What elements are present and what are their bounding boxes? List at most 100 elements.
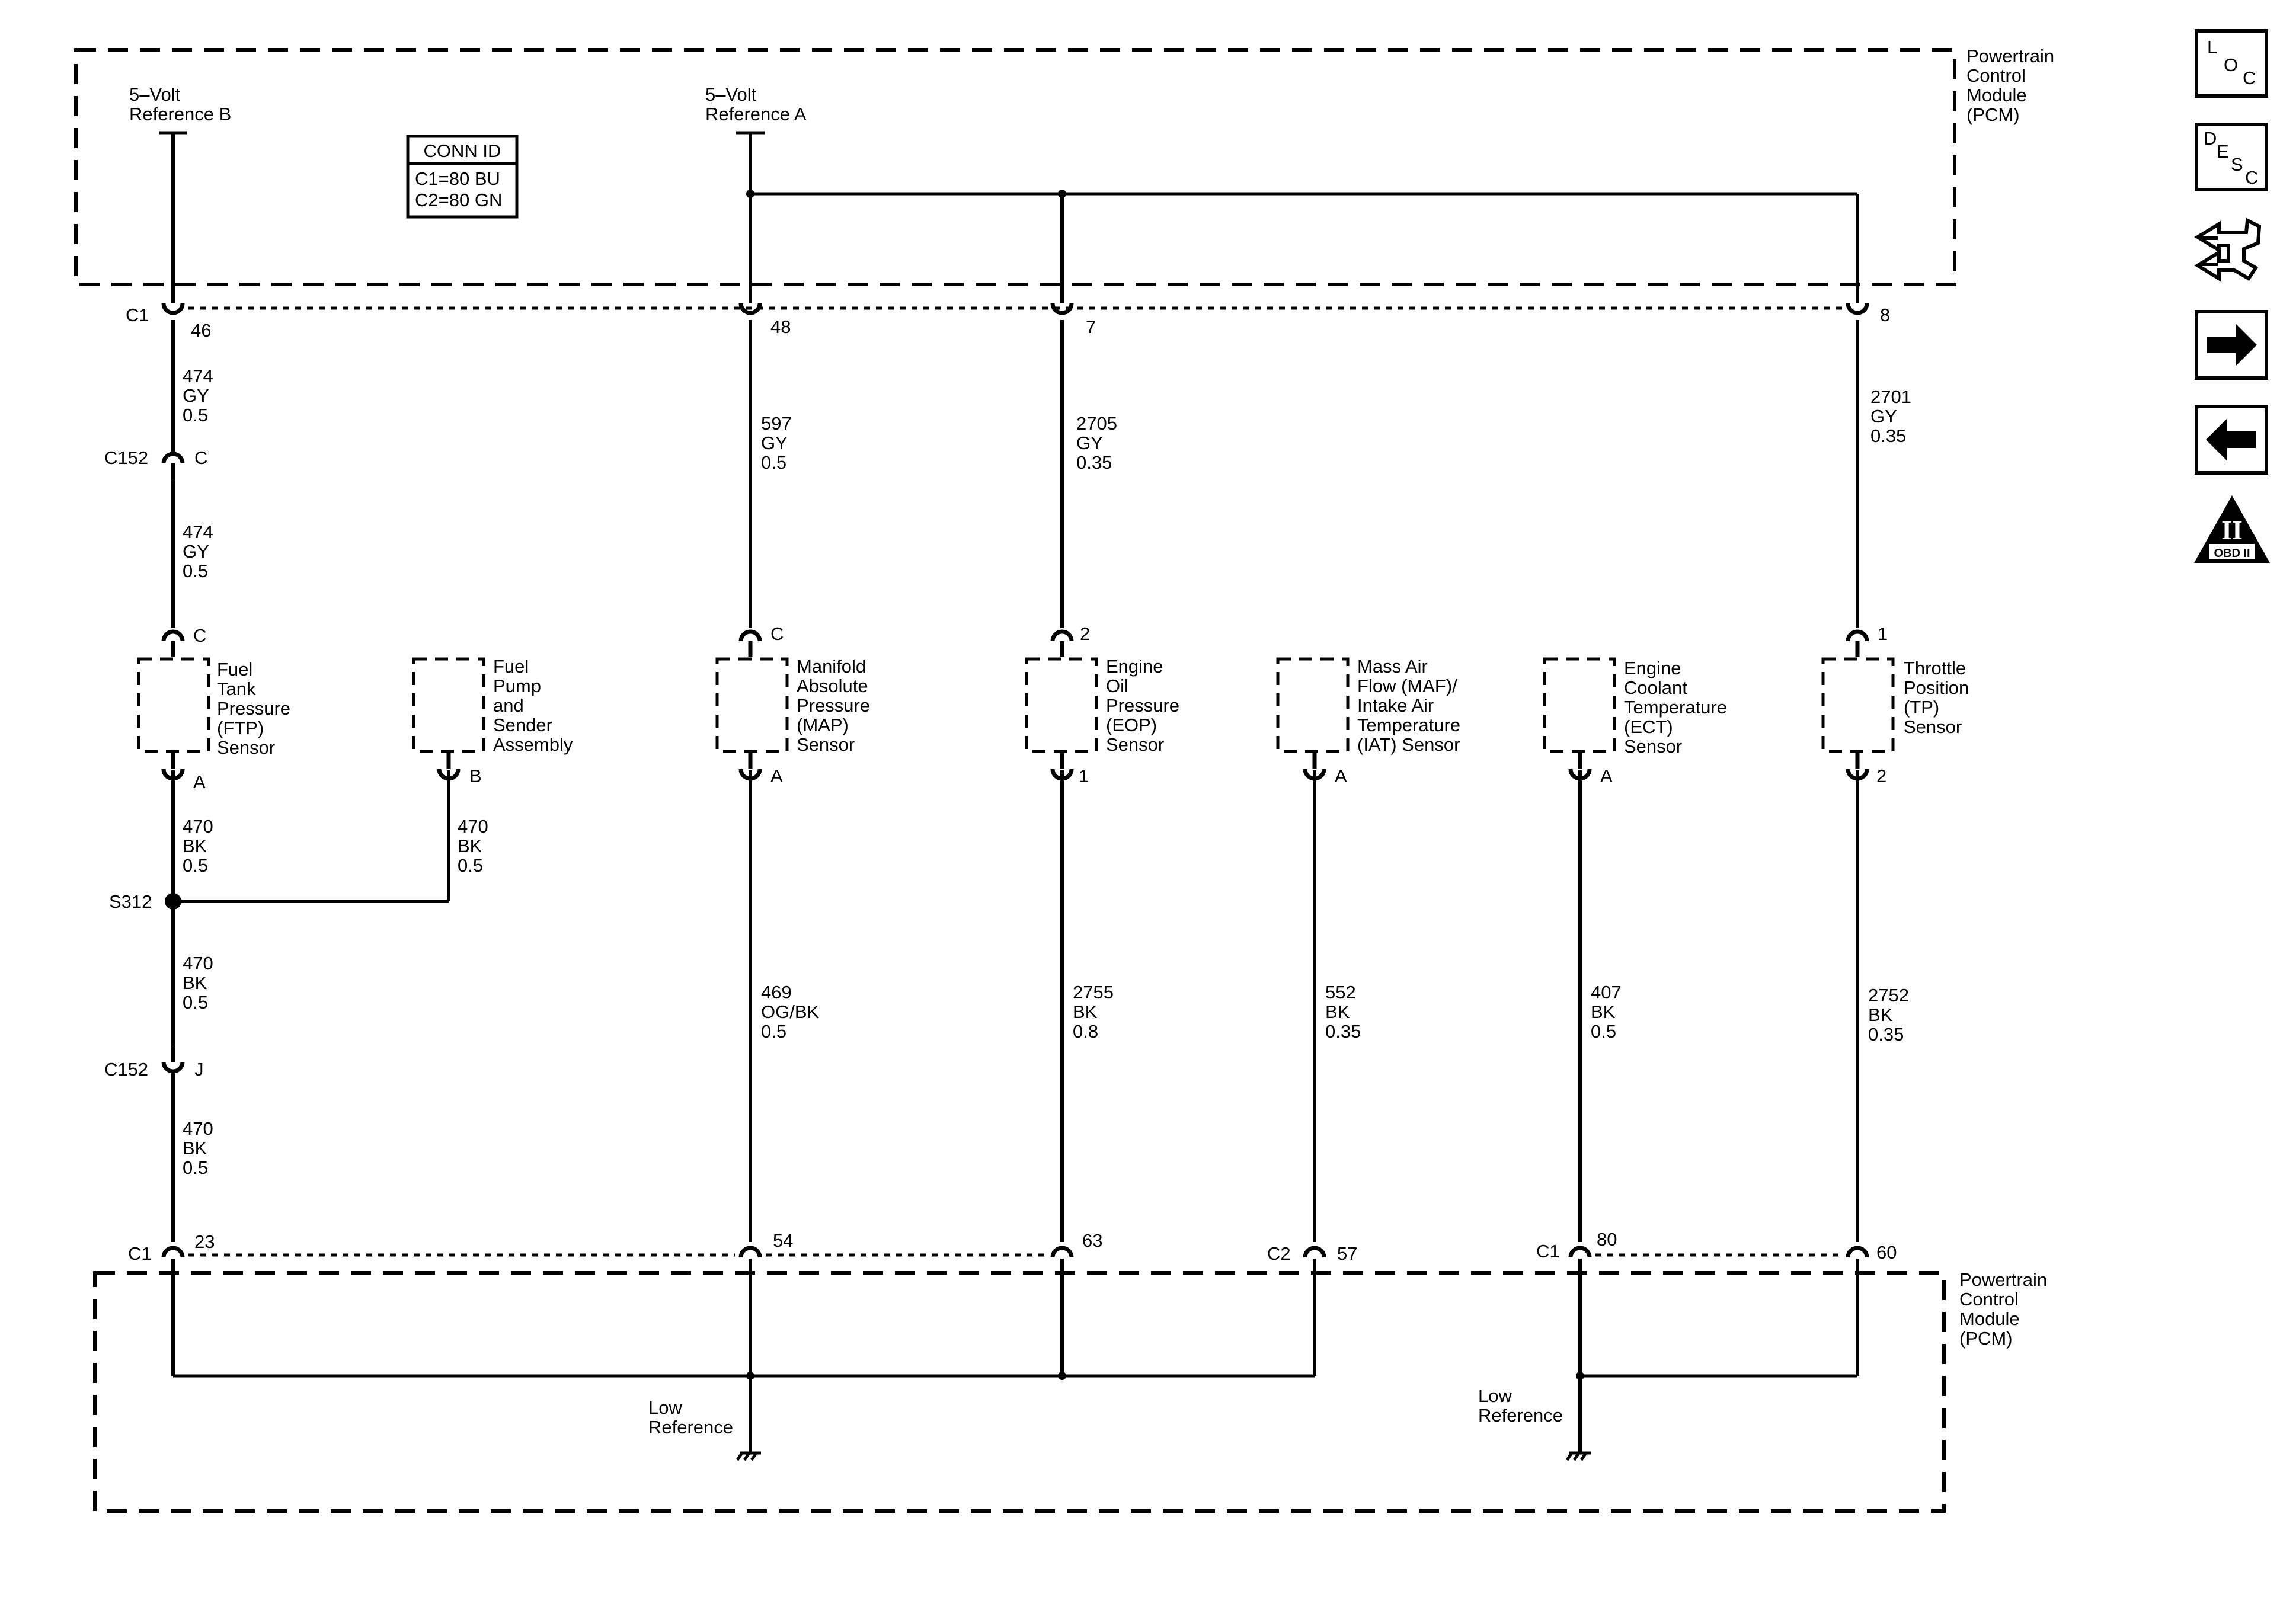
desc-letter-d: D bbox=[2204, 128, 2217, 149]
wire-474-b: 474 GY 0.5 bbox=[183, 521, 218, 581]
eop-top-terminal: 2 bbox=[1050, 623, 1090, 657]
svg-text:C1: C1 bbox=[1536, 1241, 1560, 1262]
maf-iat-sensor-label: Mass Air Flow (MAF)/ Intake Air Temperat… bbox=[1357, 656, 1466, 755]
bottom-connector-c1-80: C1 80 bbox=[1536, 1229, 1617, 1262]
ect-sensor-label: Engine Coolant Temperature (ECT) Sensor bbox=[1624, 658, 1732, 757]
svg-text:C1: C1 bbox=[126, 305, 149, 325]
bottom-connector-60: 60 bbox=[1846, 1242, 1897, 1263]
bottom-connector-54: 54 bbox=[738, 1230, 793, 1258]
svg-text:C: C bbox=[770, 623, 784, 644]
loc-letter-l: L bbox=[2207, 37, 2217, 57]
bottom-connector-c2-57: C2 57 bbox=[1267, 1243, 1357, 1264]
svg-text:C152: C152 bbox=[104, 1059, 148, 1080]
svg-text:A: A bbox=[1600, 766, 1613, 786]
svg-text:A: A bbox=[1335, 766, 1347, 786]
wire-597: 597 GY 0.5 bbox=[761, 413, 797, 473]
ect-bottom-terminal: A bbox=[1568, 753, 1613, 786]
pcm-bottom-label: Powertrain Control Module (PCM) bbox=[1959, 1269, 2052, 1349]
svg-text:1: 1 bbox=[1878, 623, 1888, 644]
wire-470-b: 470 BK 0.5 bbox=[458, 816, 493, 876]
svg-text:1: 1 bbox=[1079, 766, 1089, 786]
wire-470-c: 470 BK 0.5 bbox=[183, 953, 218, 1013]
wire-470-a: 470 BK 0.5 bbox=[183, 816, 218, 876]
svg-text:C: C bbox=[194, 447, 207, 468]
conn-id-c2: C2=80 GN bbox=[415, 190, 502, 210]
next-arrow-button[interactable] bbox=[2195, 310, 2268, 380]
bottom-connector-c1-23: C1 23 bbox=[128, 1231, 215, 1264]
svg-text:C2: C2 bbox=[1267, 1243, 1291, 1264]
fuel-pump-label: Fuel Pump and Sender Assembly bbox=[493, 656, 573, 755]
svg-text:A: A bbox=[770, 766, 783, 786]
wire-2701: 2701 GY 0.35 bbox=[1870, 386, 1917, 446]
map-sensor-box bbox=[715, 657, 789, 753]
pcm-bottom-box bbox=[93, 1271, 1946, 1513]
low-ref-label-2: Low Reference bbox=[1478, 1385, 1563, 1426]
pcm-top-box bbox=[74, 48, 1956, 286]
conn-id-c1: C1=80 BU bbox=[415, 168, 500, 189]
fuel-pump-box bbox=[412, 657, 485, 753]
maf-bottom-terminal: A bbox=[1303, 753, 1347, 786]
wire-2752: 2752 BK 0.35 bbox=[1868, 985, 1914, 1045]
pin-46: 46 bbox=[191, 320, 211, 341]
svg-text:S312: S312 bbox=[109, 891, 152, 912]
svg-text:C1: C1 bbox=[128, 1243, 152, 1264]
svg-text:60: 60 bbox=[1876, 1242, 1897, 1263]
c152-upper: C152 C bbox=[104, 447, 207, 480]
fuel-pump-bottom-terminal: B bbox=[437, 753, 482, 786]
low-ref-label-1: Low Reference bbox=[648, 1397, 733, 1438]
tp-bottom-terminal: 2 bbox=[1846, 753, 1886, 786]
pin-7: 7 bbox=[1086, 316, 1096, 337]
wire-2755: 2755 BK 0.8 bbox=[1073, 982, 1119, 1042]
svg-text:54: 54 bbox=[773, 1230, 793, 1251]
ftp-sensor-box bbox=[137, 657, 210, 753]
ground-icon-2 bbox=[1565, 1451, 1591, 1461]
desc-letter-e: E bbox=[2217, 141, 2229, 162]
svg-text:63: 63 bbox=[1082, 1230, 1102, 1251]
eop-bottom-terminal: 1 bbox=[1050, 753, 1089, 786]
wire-469: 469 OG/BK 0.5 bbox=[761, 982, 824, 1042]
svg-text:A: A bbox=[193, 772, 206, 792]
wire-474-a: 474 GY 0.5 bbox=[183, 366, 218, 425]
ref-a-label: 5–Volt Reference A bbox=[705, 84, 807, 124]
desc-button[interactable]: D E S C bbox=[2195, 123, 2268, 191]
svg-text:80: 80 bbox=[1597, 1229, 1617, 1250]
svg-text:J: J bbox=[194, 1059, 204, 1080]
pcm-top-label: Powertrain Control Module (PCM) bbox=[1966, 46, 2060, 125]
loc-button[interactable]: L O C bbox=[2195, 29, 2268, 98]
svg-text:2: 2 bbox=[1876, 766, 1886, 786]
svg-text:C152: C152 bbox=[104, 447, 148, 468]
wire-470-d: 470 BK 0.5 bbox=[183, 1118, 218, 1178]
ect-sensor-box bbox=[1543, 657, 1616, 753]
tp-top-terminal: 1 bbox=[1846, 623, 1888, 657]
pin-8: 8 bbox=[1880, 305, 1890, 325]
obd-text: OBD II bbox=[2214, 547, 2250, 560]
tp-sensor-label: Throttle Position (TP) Sensor bbox=[1904, 658, 1974, 737]
eop-sensor-label: Engine Oil Pressure (EOP) Sensor bbox=[1106, 656, 1185, 755]
svg-text:57: 57 bbox=[1337, 1243, 1357, 1264]
ftp-bottom-terminal: A bbox=[161, 753, 206, 792]
wire-552: 552 BK 0.35 bbox=[1325, 982, 1361, 1042]
wire-2705: 2705 GY 0.35 bbox=[1076, 413, 1123, 473]
map-top-terminal: C bbox=[738, 623, 784, 657]
eop-sensor-box bbox=[1025, 657, 1098, 753]
conn-id-title: CONN ID bbox=[424, 140, 501, 161]
loc-letter-c: C bbox=[2243, 68, 2256, 88]
ref-b-label: 5–Volt Reference B bbox=[129, 84, 231, 124]
tp-sensor-box bbox=[1821, 657, 1895, 753]
svg-text:C: C bbox=[193, 625, 206, 646]
svg-text:B: B bbox=[469, 766, 482, 786]
conn-id-box: CONN ID C1=80 BU C2=80 GN bbox=[406, 135, 519, 219]
obd-numeral: II bbox=[2221, 515, 2243, 545]
obd-ii-icon[interactable]: II OBD II bbox=[2194, 495, 2270, 563]
wire-407: 407 BK 0.5 bbox=[1591, 982, 1626, 1042]
loc-letter-o: O bbox=[2224, 55, 2238, 75]
svg-text:23: 23 bbox=[194, 1231, 215, 1252]
c152-lower: C152 J bbox=[104, 1046, 204, 1080]
back-arrow-button[interactable] bbox=[2195, 405, 2268, 475]
ground-icon-1 bbox=[736, 1451, 761, 1461]
splice-s312: S312 bbox=[109, 891, 181, 912]
service-tool-icon[interactable] bbox=[2194, 217, 2262, 282]
desc-letter-c: C bbox=[2245, 167, 2258, 188]
map-bottom-terminal: A bbox=[738, 753, 783, 786]
